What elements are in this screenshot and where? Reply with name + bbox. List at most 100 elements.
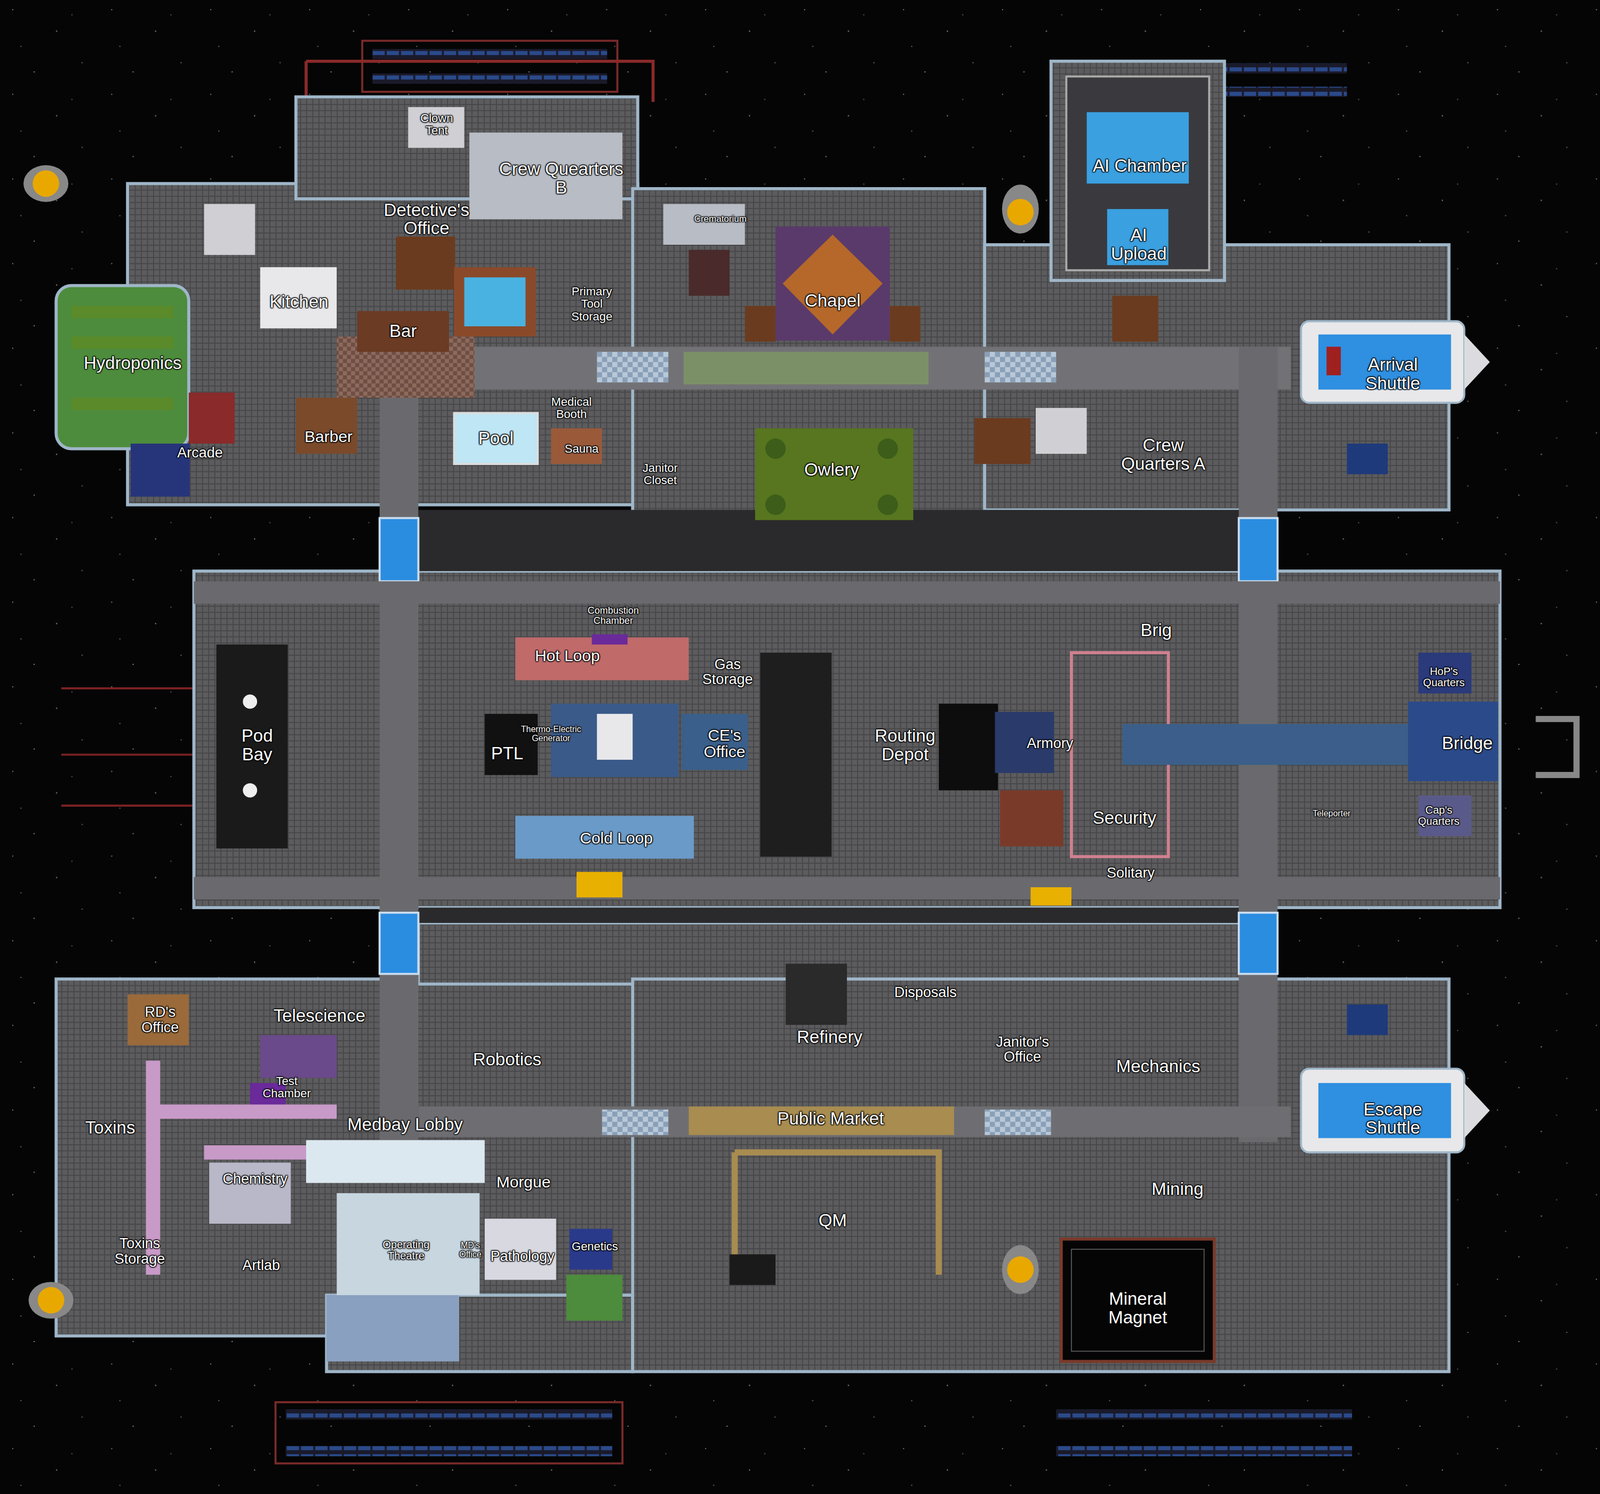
room-label: Janitor's Office [989, 1034, 1056, 1066]
cargo-bay [729, 1254, 776, 1286]
pool-water [464, 277, 526, 327]
solar-frame [275, 1402, 623, 1464]
office-floor [127, 994, 189, 1046]
pod-bay-floor [216, 644, 288, 850]
shuttle-nose [1464, 334, 1491, 390]
room-label: Solitary [1106, 865, 1155, 881]
room-label: QM [818, 1211, 847, 1231]
room-label: Crematorium [694, 214, 747, 224]
combustion-chamber [592, 634, 628, 645]
window-floor [596, 352, 669, 383]
room-label: Medbay Lobby [347, 1115, 463, 1135]
kitchen-floor [260, 267, 337, 329]
room-label: Cold Loop [579, 829, 653, 847]
pew [889, 306, 920, 342]
room-label: HoP's Quarters [1417, 666, 1471, 689]
room-floor [974, 418, 1031, 464]
command-hall [1122, 724, 1409, 766]
depot-floor [760, 652, 832, 858]
room-label: Hydroponics [83, 354, 182, 373]
barber-floor [296, 397, 358, 454]
pod-frame [1002, 184, 1039, 234]
solar-array [285, 1446, 613, 1457]
room-label: Medical Booth [541, 395, 601, 421]
corridor [418, 1106, 1291, 1138]
tree [765, 438, 786, 459]
room-label: Morgue [496, 1173, 551, 1191]
room-label: Pod Bay [233, 726, 282, 764]
magnet-field [1071, 1249, 1205, 1352]
pod-light [242, 783, 258, 798]
tent-floor [408, 107, 464, 149]
room-label: RD's Office [136, 1004, 184, 1036]
room-label: AI Chamber [1092, 156, 1187, 176]
hull-section [1051, 61, 1225, 281]
plant-row [71, 306, 174, 319]
room-label: Toxins Storage [109, 1236, 171, 1267]
tree [765, 494, 786, 516]
room-label: Pathology [490, 1249, 555, 1264]
room-label: Escape Shuttle [1355, 1100, 1431, 1138]
room-label: Gas Storage [695, 657, 760, 688]
corridor [194, 877, 1501, 900]
room-label: Crew Quearters B [494, 160, 628, 197]
room-label: Barber [304, 428, 353, 446]
medbay-floor [326, 1295, 460, 1362]
room-floor [688, 250, 730, 296]
room-label: Security [1092, 809, 1157, 828]
maintenance-gap [418, 907, 1240, 924]
escape-pod [37, 1287, 65, 1315]
hazard-door [1030, 887, 1072, 906]
armory-shadow [938, 704, 998, 791]
bar-counter [357, 310, 450, 352]
room-label: Primary Tool Storage [565, 285, 619, 323]
corridor [194, 581, 1501, 604]
crematorium-floor [663, 204, 746, 246]
medbay-floor [336, 1193, 480, 1296]
shuttle-floor [1318, 1083, 1452, 1139]
market-corridor [688, 1106, 954, 1136]
room-label: Refinery [796, 1028, 863, 1047]
window-floor [602, 1109, 669, 1136]
solar-array [372, 49, 607, 60]
sauna-floor [550, 428, 603, 464]
room-label: Disposals [894, 985, 957, 1000]
escape-pod [1006, 1256, 1034, 1284]
escape-pod [32, 170, 60, 197]
room-label: Mineral Magnet [1100, 1290, 1175, 1327]
room-label: Public Market [777, 1109, 884, 1129]
tree [877, 494, 898, 516]
teg-core [596, 714, 633, 760]
corridor [379, 346, 419, 1143]
solar-array [1056, 1446, 1352, 1457]
room-label: Thermo-Electric Generator [516, 725, 586, 744]
room-floor [1035, 408, 1087, 454]
docking-clamp [1535, 718, 1577, 775]
solar-array [285, 1409, 613, 1420]
plant-row [71, 397, 174, 411]
shuttle-nose [1464, 1083, 1491, 1139]
owlery-floor [755, 428, 914, 520]
pool-deck [453, 267, 536, 337]
pew [745, 306, 776, 342]
room-floor [1347, 443, 1389, 475]
room-floor [1112, 296, 1158, 342]
room-label: Operating Theatre [378, 1239, 435, 1262]
pod-frame [1002, 1245, 1039, 1295]
room-label: Arrival Shuttle [1353, 355, 1434, 393]
mineral-magnet [1061, 1239, 1215, 1363]
room-label: Detective's Office [378, 201, 475, 238]
chapel-carpet [782, 234, 883, 335]
hull-section [56, 979, 638, 1336]
room-label: Robotics [473, 1050, 542, 1070]
window-floor [984, 352, 1056, 383]
solar-frame [362, 41, 618, 93]
solar-array [1224, 86, 1348, 98]
shuttle-seats [1326, 346, 1341, 376]
room-label: MD's Office [457, 1241, 484, 1260]
pod-frame [28, 1282, 74, 1319]
chemistry-floor [209, 1162, 291, 1224]
